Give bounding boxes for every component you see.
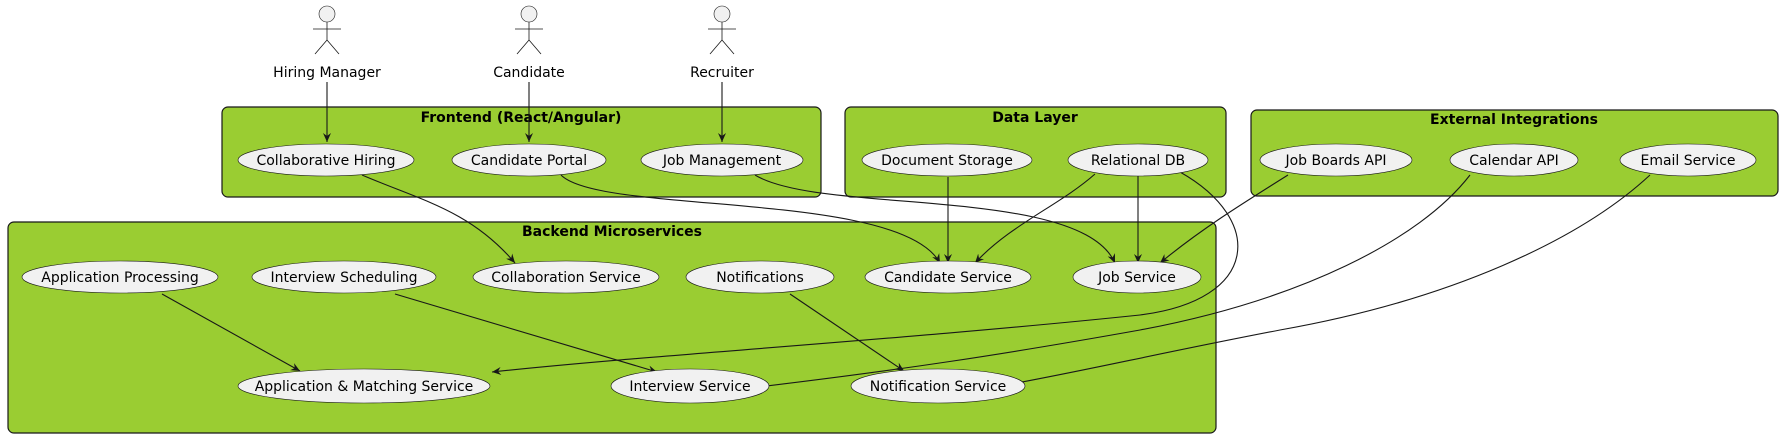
actor-candidate: Candidate xyxy=(493,5,565,81)
usecase-relational-db-label: Relational DB xyxy=(1091,153,1185,169)
usecase-interview-scheduling: Interview Scheduling xyxy=(251,260,437,294)
edge-interviewscheduling-to-interviewservice xyxy=(394,293,658,374)
usecase-interview-service-label: Interview Service xyxy=(629,379,750,395)
package-backend-title: Backend Microservices xyxy=(522,224,702,240)
package-data-layer-title: Data Layer xyxy=(992,110,1078,126)
usecase-relational-db: Relational DB xyxy=(1067,143,1209,177)
usecase-calendar-api: Calendar API xyxy=(1449,143,1579,177)
edge-email-to-notificationservice xyxy=(994,174,1651,390)
usecase-email-service: Email Service xyxy=(1619,143,1757,177)
actor-recruiter-label: Recruiter xyxy=(690,65,754,81)
usecase-interview-scheduling-label: Interview Scheduling xyxy=(271,270,418,286)
usecase-collaborative-hiring-label: Collaborative Hiring xyxy=(256,153,395,169)
usecase-candidate-service-label: Candidate Service xyxy=(884,270,1012,286)
usecase-job-management: Job Management xyxy=(640,143,804,177)
edge-jobboards-to-jobservice xyxy=(1159,174,1289,264)
usecase-job-service: Job Service xyxy=(1072,260,1202,294)
usecase-job-management-label: Job Management xyxy=(662,153,782,169)
usecase-notification-service: Notification Service xyxy=(850,368,1026,404)
actor-recruiter: Recruiter xyxy=(690,5,754,81)
usecase-job-service-label: Job Service xyxy=(1097,270,1176,286)
usecase-collaborative-hiring: Collaborative Hiring xyxy=(237,143,415,177)
edge-jobmgmt-to-jobservice xyxy=(754,174,1116,264)
edge-reldb-to-candidateservice xyxy=(974,173,1096,264)
edge-portal-to-candidateservice xyxy=(560,174,941,264)
usecase-document-storage: Document Storage xyxy=(861,143,1033,177)
edge-appprocessing-to-appmatching xyxy=(161,293,301,372)
usecase-notifications-label: Notifications xyxy=(716,270,804,286)
usecase-notifications: Notifications xyxy=(685,260,835,294)
usecase-job-boards-api: Job Boards API xyxy=(1259,143,1413,177)
usecase-interview-service: Interview Service xyxy=(610,368,770,404)
edge-notifications-to-notificationservice xyxy=(789,293,905,372)
usecase-calendar-api-label: Calendar API xyxy=(1469,153,1559,169)
usecase-candidate-portal: Candidate Portal xyxy=(451,143,607,177)
package-frontend-title: Frontend (React/Angular) xyxy=(421,110,622,126)
edge-calendar-to-interviewservice xyxy=(757,174,1471,390)
usecase-notification-service-label: Notification Service xyxy=(870,379,1007,395)
package-backend: Backend Microservices xyxy=(7,221,1217,434)
usecase-application-processing-label: Application Processing xyxy=(41,270,198,286)
usecase-application-processing: Application Processing xyxy=(21,260,219,294)
actor-candidate-label: Candidate xyxy=(493,65,565,81)
package-external-integrations-title: External Integrations xyxy=(1430,112,1598,128)
actor-hiring-manager-label: Hiring Manager xyxy=(273,65,381,81)
edge-reldb-to-appmatching xyxy=(491,171,1239,376)
edges xyxy=(161,82,1651,390)
usecase-candidate-portal-label: Candidate Portal xyxy=(471,153,587,169)
usecase-application-matching-service: Application & Matching Service xyxy=(237,368,491,404)
usecase-job-boards-api-label: Job Boards API xyxy=(1284,153,1386,169)
usecase-email-service-label: Email Service xyxy=(1640,153,1735,169)
usecase-document-storage-label: Document Storage xyxy=(881,153,1013,169)
edge-collab-to-collabservice xyxy=(361,174,516,264)
usecase-collaboration-service-label: Collaboration Service xyxy=(491,270,641,286)
usecase-application-matching-service-label: Application & Matching Service xyxy=(255,379,474,395)
usecase-collaboration-service: Collaboration Service xyxy=(472,260,660,294)
actor-hiring-manager: Hiring Manager xyxy=(273,5,381,81)
usecase-candidate-service: Candidate Service xyxy=(864,260,1032,294)
